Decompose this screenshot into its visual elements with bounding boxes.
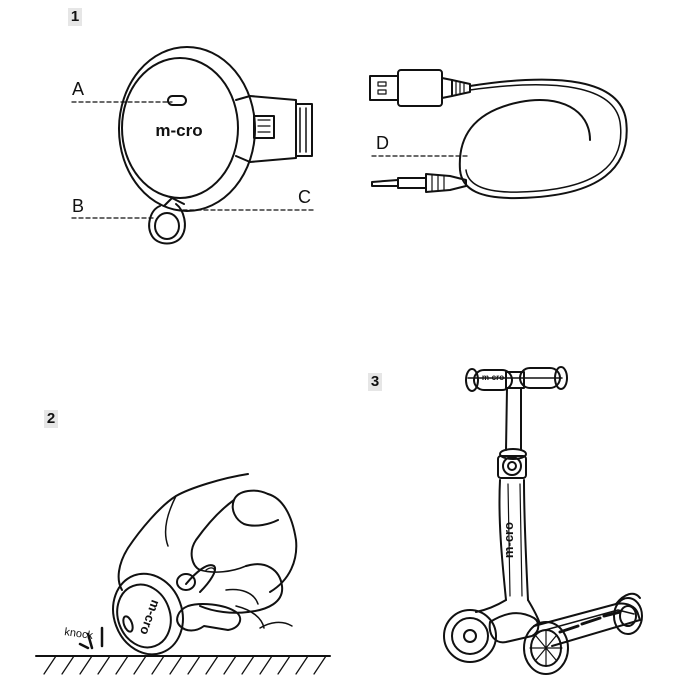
- step-number-3: 3: [368, 373, 382, 391]
- light-brand-logo: m-cro: [155, 121, 202, 140]
- callout-D: D: [376, 133, 389, 153]
- usb-charging-cable: [369, 69, 628, 200]
- scooter-illustration: [443, 366, 643, 675]
- light-unit-illustration: [118, 46, 313, 245]
- hand-knock-illustration: [35, 473, 331, 675]
- grip-brand-logo: m-cro: [482, 373, 504, 382]
- step-number-1: 1: [68, 8, 82, 26]
- callout-A: A: [72, 79, 84, 99]
- knock-light-brand: m-cro: [137, 598, 163, 637]
- callout-lines: [71, 101, 469, 219]
- callout-B: B: [72, 196, 84, 216]
- step-number-2: 2: [44, 410, 58, 428]
- knock-label: knock: [64, 626, 95, 642]
- stem-brand-logo: m-cro: [501, 522, 516, 558]
- callout-C: C: [298, 187, 311, 207]
